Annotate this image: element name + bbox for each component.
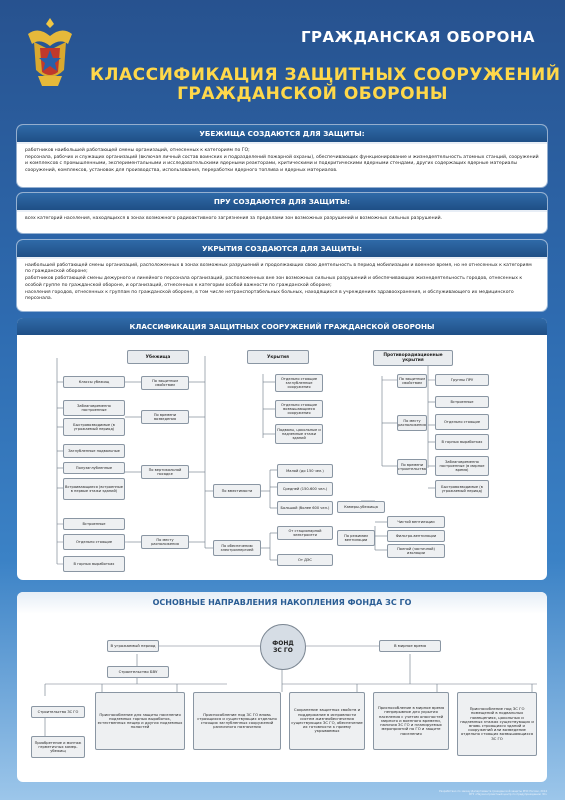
pru-by-protective: По защитным свойствам bbox=[397, 374, 427, 388]
covers-card: УКРЫТИЯ СОЗДАЮТСЯ ДЛЯ ЗАЩИТЫ: наибольшей… bbox=[17, 240, 547, 311]
pru-prebuilt: Заблаговременно построенные (в мирное вр… bbox=[435, 456, 489, 476]
vent-filter: Фильтро-вентиляции bbox=[387, 530, 445, 542]
shelters-p1: работников наибольшей работающей смены о… bbox=[25, 148, 250, 153]
standalone: Отдельно стоящие bbox=[63, 534, 125, 550]
filter-cameras: Камеры-убежища bbox=[337, 501, 385, 513]
builtin2: Встроенные bbox=[63, 518, 125, 530]
pru-groups: Группы ПРУ bbox=[435, 374, 489, 386]
fund-center-line2: ЗС ГО bbox=[273, 647, 293, 654]
pru-card: ПРУ СОЗДАЮТСЯ ДЛЯ ЗАЩИТЫ: всех категорий… bbox=[17, 193, 547, 233]
semi-buried: Полузаглубленные bbox=[63, 462, 125, 474]
pru-heading: ПРУ СОЗДАЮТСЯ ДЛЯ ЗАЩИТЫ: bbox=[17, 193, 547, 212]
pru-body: всех категорий населения, находящихся в … bbox=[17, 212, 547, 227]
by-power: По обеспечению электроэнергией bbox=[213, 540, 261, 556]
vent-isolation: Полной (частичной) изоляции bbox=[387, 544, 445, 558]
covers-p3: населения городов, отнесенных к группам … bbox=[25, 289, 514, 302]
capacity-large: Большой (более 600 чел.) bbox=[277, 501, 333, 515]
by-capacity: По вместимости bbox=[213, 484, 261, 498]
title-line-2: ГРАЖДАНСКОЙ ОБОРОНЫ bbox=[177, 84, 448, 104]
pru-by-place: По месту расположения bbox=[397, 415, 427, 431]
threat-period: В угрожаемый период bbox=[107, 640, 159, 652]
pru-quick: Быстровозводимые (в угрожаемый период) bbox=[435, 480, 489, 498]
pru-standalone: Отдельно стоящие bbox=[435, 414, 489, 430]
pru-mines: В горных выработках bbox=[435, 434, 489, 450]
built-in: Встраивающиеся (встроенные в первые этаж… bbox=[63, 478, 125, 500]
shelters-p2: персонала, рабочих и служащих организаци… bbox=[25, 155, 539, 173]
shelters-heading: УБЕЖИЩА СОЗДАЮТСЯ ДЛЯ ЗАЩИТЫ: bbox=[17, 125, 547, 144]
emchs-emblem-icon bbox=[28, 18, 72, 86]
by-location-height: По вертикальной посадке bbox=[141, 465, 189, 479]
build-zs: Строительство ЗС ГО bbox=[31, 706, 85, 718]
cover-deep: Отдельно стоящие заглубленные сооружения bbox=[275, 374, 323, 392]
org-title: ГРАЖДАНСКАЯ ОБОРОНА bbox=[300, 28, 535, 46]
fund-panel: ОСНОВНЫЕ НАПРАВЛЕНИЯ НАКОПЛЕНИЯ ФОНДА ЗС… bbox=[17, 592, 547, 782]
adapt-mines: Приспособление для защиты населения подз… bbox=[95, 692, 185, 750]
pru-builtin: Встроенные bbox=[435, 396, 489, 408]
covers-heading: УКРЫТИЯ СОЗДАЮТСЯ ДЛЯ ЗАЩИТЫ: bbox=[17, 240, 547, 259]
col-radiation: Противорадиационные укрытия bbox=[373, 350, 453, 366]
footer: Разработано по заказу Департамента гражд… bbox=[439, 790, 547, 796]
fund-heading: ОСНОВНЫЕ НАПРАВЛЕНИЯ НАКОПЛЕНИЯ ФОНДА ЗС… bbox=[17, 592, 547, 614]
maintain-zs: Сохранение защитных свойств и поддержани… bbox=[289, 692, 365, 750]
covers-p2: работников работающей смены дежурного и … bbox=[25, 276, 523, 288]
page-title: КЛАССИФИКАЦИЯ ЗАЩИТНЫХ СООРУЖЕНИЙ ГРАЖДА… bbox=[90, 65, 561, 104]
cover-built: Отдельно стоящие возвышающиеся сооружени… bbox=[275, 400, 323, 418]
adapt-buildings: Приспособление под ЗС ГО вновь строящихс… bbox=[193, 692, 281, 750]
covers-body: наибольшей работающей смены организаций,… bbox=[17, 259, 547, 307]
col-shelters: Убежища bbox=[127, 350, 189, 364]
by-time: По времени возведения bbox=[141, 410, 189, 424]
capacity-medium: Средней (150-600 чел.) bbox=[277, 482, 333, 496]
quickbuilt: Быстровозводимые (в угрожаемый период) bbox=[63, 418, 125, 436]
pru-by-time: По времени строительства bbox=[397, 459, 427, 475]
title-line-1: КЛАССИФИКАЦИЯ ЗАЩИТНЫХ СООРУЖЕНИЙ bbox=[90, 65, 561, 85]
col-covers: Укрытия bbox=[247, 350, 309, 364]
cover-basement: Подвалы, цокольные и надземные этажи зда… bbox=[275, 424, 323, 444]
prebuilt: Заблаговременно построенные bbox=[63, 400, 125, 416]
shelters-card: УБЕЖИЩА СОЗДАЮТСЯ ДЛЯ ЗАЩИТЫ: работников… bbox=[17, 125, 547, 187]
fund-center-line1: ФОНД bbox=[272, 640, 294, 647]
classification-diagram: КЛАССИФИКАЦИЯ ЗАЩИТНЫХ СООРУЖЕНИЙ ГРАЖДА… bbox=[17, 318, 547, 580]
footer-line2: ФГУ «Научно-проектный центр по предупреж… bbox=[468, 792, 547, 796]
peace-time: В мирное время bbox=[379, 640, 441, 652]
in-mines: В горных выработках bbox=[63, 556, 125, 572]
header: ГРАЖДАНСКАЯ ОБОРОНА КЛАССИФИКАЦИЯ ЗАЩИТН… bbox=[0, 0, 565, 118]
capacity-small: Малой (до 150 чел.) bbox=[277, 464, 333, 478]
acquire-cameras: Приобретение и монтаж герметичных камер-… bbox=[31, 736, 85, 758]
by-vent: По режимам вентиляции bbox=[337, 530, 375, 546]
classification-heading: КЛАССИФИКАЦИЯ ЗАЩИТНЫХ СООРУЖЕНИЙ ГРАЖДА… bbox=[17, 318, 547, 335]
by-protective: По защитным свойствам bbox=[141, 376, 189, 390]
power-dpp: От ДЭС bbox=[277, 554, 333, 566]
footer-line1: Разработано по заказу Департамента гражд… bbox=[439, 789, 547, 793]
shelter-classes: Классы убежищ bbox=[63, 376, 125, 388]
covers-p1: наибольшей работающей смены организаций,… bbox=[25, 263, 532, 275]
fund-lines bbox=[44, 645, 537, 736]
build-bvu: Строительство БВУ bbox=[107, 666, 169, 678]
shelters-body: работников наибольшей работающей смены о… bbox=[17, 144, 547, 179]
vent-clean: Чистой вентиляции bbox=[387, 516, 445, 528]
by-place: По месту расположения bbox=[141, 535, 189, 549]
peace-adapt: Приспособление в мирное время непрерывно… bbox=[373, 692, 449, 750]
power-grid: От стационарной электросети bbox=[277, 526, 333, 540]
peace-underground: Приспособление под ЗС ГО помещений в под… bbox=[457, 692, 537, 756]
basement: Заглубленные подвальные bbox=[63, 444, 125, 458]
pru-p1: всех категорий населения, находящихся в … bbox=[25, 216, 443, 221]
